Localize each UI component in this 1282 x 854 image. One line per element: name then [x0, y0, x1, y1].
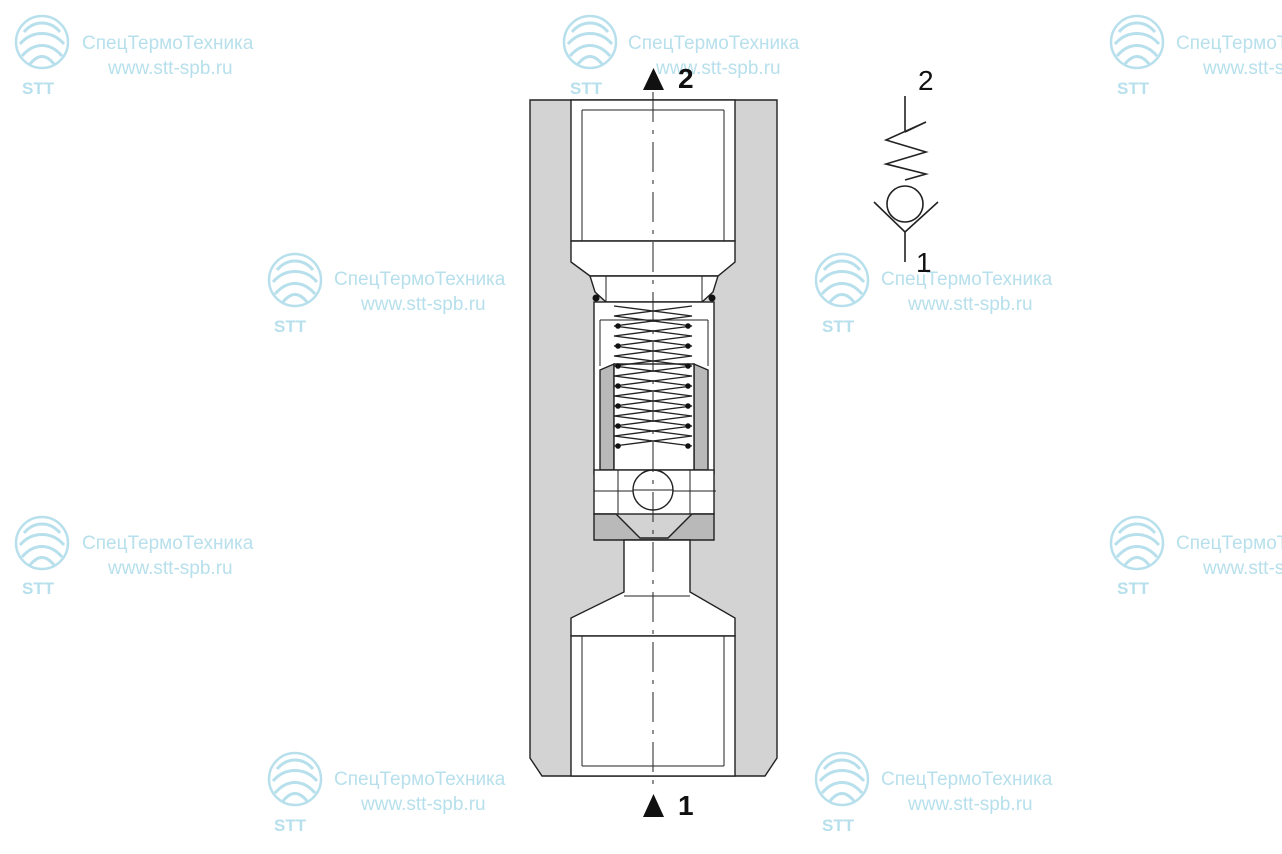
watermark-company: СпецТермоТехника [334, 269, 506, 290]
stt-logo-icon [1109, 515, 1165, 571]
stt-logo-icon [14, 515, 70, 571]
watermark-logo-text: STT [570, 79, 603, 98]
watermark-url: www.stt-spb.ru [655, 58, 781, 79]
watermark-company: СпецТермоТехника [881, 769, 1053, 790]
poppet-wall-left [599, 362, 615, 471]
watermark-5: STT СпецТермоТехника www.stt-spb.ru [814, 252, 1053, 336]
port-label-bottom: 1 [643, 790, 694, 821]
watermark-4: STT СпецТермоТехника www.stt-spb.ru [267, 252, 506, 336]
watermark-url: www.stt-spb.ru [1202, 558, 1282, 579]
port-top-number: 2 [678, 63, 694, 94]
watermark-2: STT СпецТермоТехника www.stt-spb.ru [562, 14, 800, 98]
watermark-url: www.stt-spb.ru [907, 294, 1033, 315]
watermark-url: www.stt-spb.ru [360, 794, 486, 815]
o-ring-right [708, 294, 716, 302]
watermark-logo-text: STT [22, 79, 55, 98]
stt-logo-icon [814, 252, 870, 308]
flow-arrow-up-icon [643, 794, 664, 817]
watermark-company: СпецТермоТехника [881, 269, 1053, 290]
spring [613, 305, 693, 447]
watermark-6: STT СпецТермоТехника www.stt-spb.ru [14, 515, 254, 598]
symbol-top-label: 2 [918, 65, 934, 96]
watermark-7: STT СпецТермоТехника www.stt-spb.ru [1109, 515, 1282, 598]
watermark-url: www.stt-spb.ru [1202, 58, 1282, 79]
spring-coils-dots [615, 323, 691, 449]
flow-arrow-up-icon [643, 68, 664, 90]
watermark-logo-text: STT [22, 579, 55, 598]
watermark-company: СпецТермоТехника [1176, 533, 1282, 554]
watermark-logo-text: STT [822, 816, 855, 835]
o-ring-left [592, 294, 600, 302]
watermark-8: STT СпецТермоТехника www.stt-spb.ru [267, 751, 506, 835]
watermark-company: СпецТермоТехника [1176, 33, 1282, 54]
watermark-url: www.stt-spb.ru [360, 294, 486, 315]
symbol-bottom-label: 1 [916, 247, 932, 278]
watermark-9: STT СпецТермоТехника www.stt-spb.ru [814, 751, 1053, 835]
watermark-url: www.stt-spb.ru [107, 58, 233, 79]
poppet-wall-right [693, 362, 709, 471]
symbol-ball [886, 185, 924, 223]
watermark-logo-text: STT [274, 816, 307, 835]
port-label-top: 2 [643, 63, 694, 94]
stt-logo-icon [267, 252, 323, 308]
symbol-seat [873, 201, 939, 234]
stt-logo-icon [562, 14, 618, 70]
watermark-1: STT СпецТермоТехника www.stt-spb.ru [14, 14, 254, 98]
watermark-logo-text: STT [1117, 79, 1150, 98]
stt-logo-icon [814, 751, 870, 807]
watermark-company: СпецТермоТехника [628, 33, 800, 54]
stt-logo-icon [1109, 14, 1165, 70]
stt-logo-icon [267, 751, 323, 807]
watermark-3: STT СпецТермоТехника www.stt-spb.ru [1109, 14, 1282, 98]
symbol-spring [882, 121, 930, 181]
watermark-url: www.stt-spb.ru [907, 794, 1033, 815]
stt-logo-icon [14, 14, 70, 70]
watermark-company: СпецТермоТехника [82, 533, 254, 554]
watermark-company: СпецТермоТехника [334, 769, 506, 790]
seat-ring [589, 275, 719, 303]
watermark-logo-text: STT [822, 317, 855, 336]
port-bottom-number: 1 [678, 790, 694, 821]
watermark-url: www.stt-spb.ru [107, 558, 233, 579]
watermark-logo-text: STT [1117, 579, 1150, 598]
check-valve-symbol [873, 96, 939, 262]
valve-section [529, 92, 778, 786]
watermark-logo-text: STT [274, 317, 307, 336]
watermark-company: СпецТермоТехника [82, 33, 254, 54]
